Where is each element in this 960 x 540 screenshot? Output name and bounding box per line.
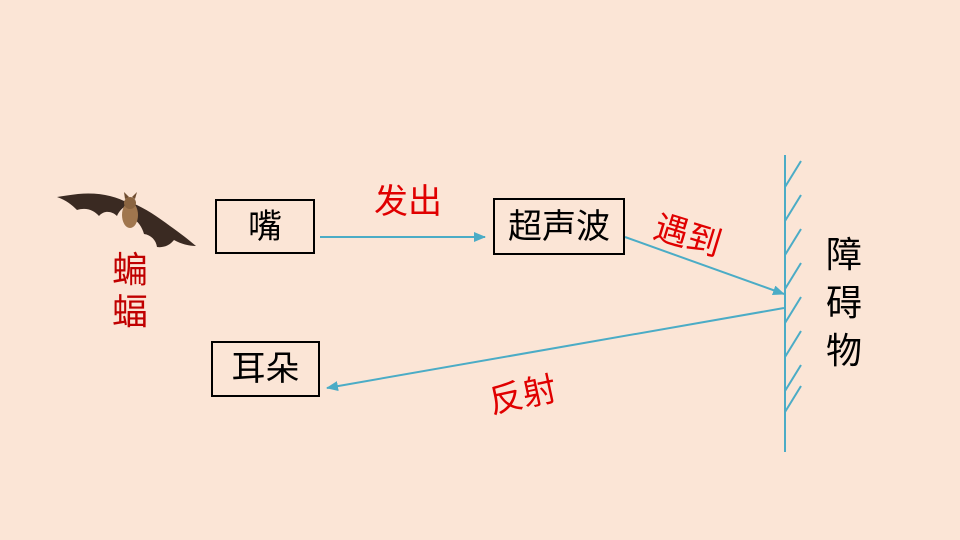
obstacle-wall: [784, 155, 802, 452]
bat-illustration: [57, 192, 196, 248]
arrow-reflect: [326, 307, 785, 392]
mouth-box: 嘴: [215, 199, 315, 254]
obstacle-label: 障 碍 物: [825, 235, 862, 372]
arrow-encounter: [624, 236, 785, 295]
ears-box: 耳朵: [211, 341, 320, 397]
bat-label: 蝙 蝠: [111, 250, 148, 334]
ultrasound-box: 超声波: [493, 198, 625, 255]
emit-label: 发出: [374, 182, 442, 222]
